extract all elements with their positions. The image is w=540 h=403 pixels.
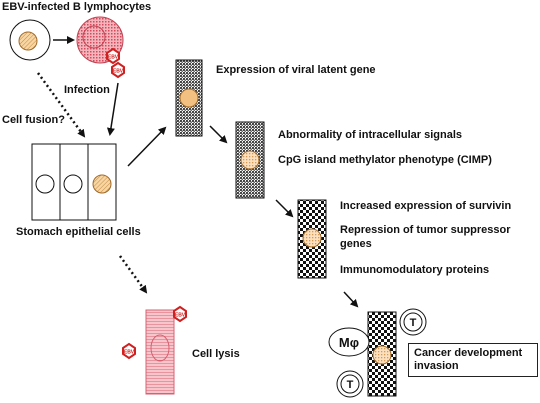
svg-text:T: T (410, 317, 417, 329)
label-cancer-development: Cancer development (414, 347, 523, 359)
arrow-to-cancer-cell (343, 291, 359, 308)
ebv-virion-icon: EBV (106, 47, 120, 65)
label-intracellular-signals: Abnormality of intracellular signals (278, 129, 462, 141)
t-cell-upper: T (399, 308, 427, 336)
transformed-cell (297, 199, 327, 279)
cancer-development-box: Cancer development invasion (408, 343, 538, 377)
ebv-virion-icon: EBV (111, 61, 125, 79)
svg-text:EBV: EBV (124, 350, 135, 356)
arrow-to-lysis (118, 255, 148, 294)
label-repression-line2: genes (340, 238, 372, 250)
stomach-epithelial-cells (31, 143, 117, 221)
lytic-cell (145, 309, 175, 395)
arrow-to-latent-cell (127, 126, 167, 167)
svg-text:EBV: EBV (113, 69, 124, 75)
cimp-cell (235, 121, 265, 199)
t-cell-lower: T (336, 370, 364, 398)
macrophage: Mφ (328, 327, 370, 357)
label-infection: Infection (64, 84, 110, 96)
ebv-virion-icon: EBV (122, 342, 136, 360)
label-repression-line1: Repression of tumor suppressor (340, 224, 511, 236)
label-ebv-infected-b-lymphocytes: EBV-infected B lymphocytes (2, 1, 152, 13)
label-invasion: invasion (414, 360, 459, 372)
label-survivin: Increased expression of survivin (340, 200, 512, 212)
arrow-to-checker-cell (275, 199, 294, 218)
label-viral-latent-gene: Expression of viral latent gene (216, 64, 376, 76)
ebv-virion-icon: EBV (173, 305, 187, 323)
arrow-infection (106, 82, 119, 136)
label-cell-fusion: Cell fusion? (2, 114, 65, 126)
svg-text:EBV: EBV (108, 55, 119, 61)
svg-text:EBV: EBV (175, 313, 186, 319)
cancer-cell (367, 311, 397, 397)
label-cimp: CpG island methylator phenotype (CIMP) (278, 154, 492, 166)
latent-infected-cell (175, 59, 203, 137)
arrow-to-cimp-cell (209, 125, 228, 144)
label-stomach-epithelial-cells: Stomach epithelial cells (16, 226, 141, 238)
svg-text:Mφ: Mφ (339, 335, 359, 350)
arrow-cell-fusion (36, 72, 86, 138)
b-lymphocyte (9, 19, 51, 61)
svg-text:T: T (347, 379, 354, 391)
label-cell-lysis: Cell lysis (192, 348, 240, 360)
label-immunomodulatory: Immunomodulatory proteins (340, 264, 490, 276)
